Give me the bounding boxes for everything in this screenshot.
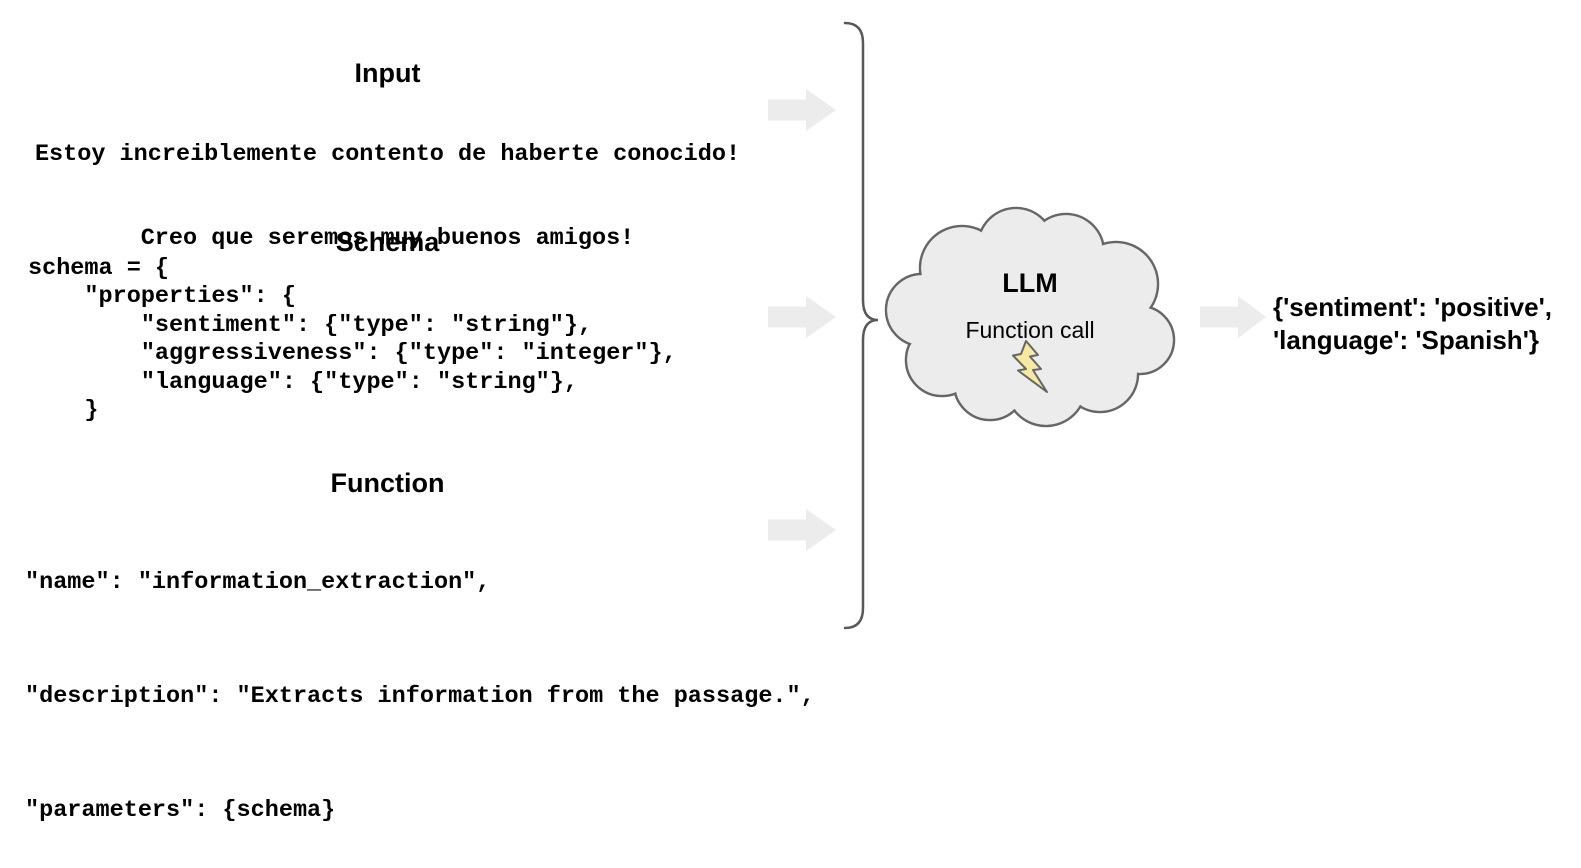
llm-function-call-label: Function call <box>965 317 1095 343</box>
function-parameters-line: "parameters": {schema} <box>25 797 336 824</box>
input-passage-line-1: Estoy increiblemente contento de haberte… <box>34 141 741 168</box>
lightning-bolt-icon <box>1012 340 1048 393</box>
grouping-brace <box>843 21 879 630</box>
function-section-title: Function <box>330 468 445 498</box>
function-description-line: "description": "Extracts information fro… <box>25 683 815 710</box>
function-name-line: "name": "information_extraction", <box>25 569 491 596</box>
input-arrow-icon <box>768 89 836 131</box>
output-result-line-2: 'language': 'Spanish'} <box>1273 325 1539 355</box>
function-arrow-icon <box>768 509 836 551</box>
output-result-line-1: {'sentiment': 'positive', <box>1273 292 1553 322</box>
input-section-title: Input <box>354 58 421 88</box>
output-arrow-icon <box>1200 296 1266 338</box>
input-passage-text: Estoy increiblemente contento de haberte… <box>30 85 745 281</box>
input-passage-line-2: Creo que seremos muy buenos amigos! <box>140 225 635 252</box>
connector-layer <box>768 21 1266 630</box>
schema-arrow-icon <box>768 296 836 338</box>
schema-code-block: schema = { "properties": { "sentiment": … <box>28 255 677 425</box>
schema-section-title: Schema <box>335 227 440 257</box>
llm-cloud-title: LLM <box>1002 268 1058 298</box>
output-result-text: {'sentiment': 'positive', 'language': 'S… <box>1273 291 1552 357</box>
